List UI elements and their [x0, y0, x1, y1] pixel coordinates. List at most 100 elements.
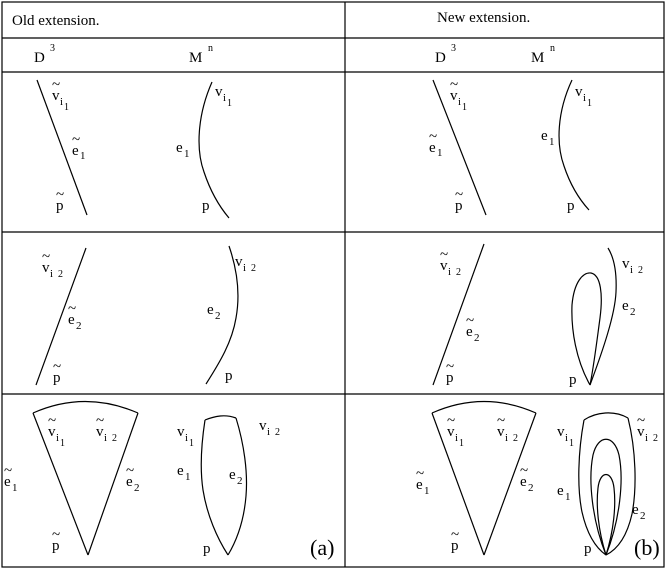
label-p: p	[225, 368, 233, 384]
svg-text:M: M	[531, 50, 544, 66]
svg-text:~: ~	[126, 463, 134, 479]
column-header-mn-new: M n	[531, 43, 555, 66]
edge-e1	[198, 81, 230, 219]
edge-tilde-e1	[431, 412, 485, 556]
svg-text:1: 1	[569, 438, 574, 449]
label-tilde-v-i2: v ~ i 2	[96, 413, 117, 444]
svg-text:i: i	[583, 92, 586, 104]
label-tilde-e2: e ~ 2	[520, 463, 534, 494]
svg-text:v: v	[235, 254, 243, 270]
row1-new-mn-diagram: v i 1 e 1 p	[541, 79, 592, 214]
svg-text:e: e	[4, 474, 11, 490]
edge-tilde-e1	[432, 79, 487, 216]
top-edge	[204, 415, 237, 421]
svg-text:e: e	[622, 298, 629, 314]
svg-text:v: v	[259, 418, 267, 434]
edge-tilde-e2	[483, 412, 537, 556]
svg-text:~: ~	[447, 413, 455, 429]
svg-text:D: D	[34, 50, 45, 66]
svg-text:e: e	[557, 483, 564, 499]
svg-text:i: i	[104, 432, 107, 444]
row1-old-mn-diagram: v i 1 e 1 p	[176, 81, 232, 219]
label-e1: e 1	[176, 140, 190, 160]
edge-tilde-e2	[87, 412, 139, 556]
svg-text:p: p	[455, 198, 463, 214]
label-e2: e 2	[229, 467, 243, 487]
arc-top	[431, 400, 537, 414]
row3-old-mn-diagram: v i 1 v i 2 e 1 e 2 p (a)	[177, 415, 334, 560]
row2-old-mn-diagram: v i 2 e 2 p	[205, 245, 256, 385]
svg-text:e: e	[207, 302, 214, 318]
svg-text:1: 1	[189, 438, 194, 449]
svg-text:n: n	[208, 43, 213, 54]
svg-text:i: i	[565, 432, 568, 444]
svg-text:e: e	[72, 143, 79, 159]
svg-text:i: i	[56, 432, 59, 444]
row3-new-d3-diagram: v ~ i 1 v ~ i 2 e ~ 1 e ~ 2 p ~	[416, 400, 537, 556]
inner-loop-e1	[590, 438, 622, 556]
svg-text:3: 3	[50, 43, 55, 54]
row1-old-d3-diagram: v ~ i 1 e ~ 1 p ~	[36, 77, 88, 216]
svg-text:~: ~	[429, 129, 437, 145]
label-e1: e 1	[541, 128, 555, 148]
svg-text:1: 1	[185, 471, 191, 483]
svg-text:1: 1	[64, 102, 69, 113]
label-tilde-e2: e ~ 2	[68, 301, 82, 332]
svg-text:~: ~	[637, 413, 645, 429]
loop-e2	[571, 272, 602, 386]
label-tilde-p: p ~	[53, 359, 61, 386]
svg-text:1: 1	[80, 150, 86, 162]
label-tilde-v-i2: v ~ i 2	[440, 247, 461, 278]
label-v-i1: v i 1	[215, 84, 232, 109]
svg-text:v: v	[497, 424, 505, 440]
top-edge	[583, 412, 629, 421]
svg-text:v: v	[450, 88, 458, 104]
svg-text:e: e	[466, 324, 473, 340]
row1-new-d3-diagram: v ~ i 1 e ~ 1 p ~	[429, 77, 487, 216]
svg-text:2: 2	[640, 510, 646, 522]
svg-text:1: 1	[60, 438, 65, 449]
svg-text:~: ~	[446, 359, 454, 375]
svg-text:v: v	[96, 424, 104, 440]
svg-text:~: ~	[416, 466, 424, 482]
svg-text:v: v	[447, 424, 455, 440]
svg-text:2: 2	[528, 482, 534, 494]
svg-text:~: ~	[466, 313, 474, 329]
svg-text:2: 2	[513, 433, 518, 444]
outer-right-edge	[605, 417, 636, 556]
label-tilde-p: p ~	[451, 527, 459, 554]
column-header-mn-old: M n	[189, 43, 213, 66]
row2-old-d3-diagram: v ~ i 2 e ~ 2 p ~	[35, 247, 87, 386]
svg-text:i: i	[505, 432, 508, 444]
svg-text:~: ~	[48, 413, 56, 429]
label-p: p	[203, 541, 211, 557]
label-e1: e 1	[177, 463, 191, 483]
svg-text:~: ~	[455, 187, 463, 203]
svg-text:p: p	[56, 198, 64, 214]
svg-text:2: 2	[251, 263, 256, 274]
label-tilde-p: p ~	[455, 187, 463, 214]
svg-text:~: ~	[520, 463, 528, 479]
svg-text:e: e	[229, 467, 236, 483]
svg-text:v: v	[575, 84, 583, 100]
svg-text:~: ~	[53, 359, 61, 375]
label-p: p	[584, 541, 592, 557]
label-v-i2: v i 2	[259, 418, 280, 438]
svg-text:p: p	[451, 538, 459, 554]
svg-text:~: ~	[450, 77, 458, 93]
svg-text:i: i	[645, 432, 648, 444]
label-tilde-v-i1: v ~ i 1	[447, 413, 464, 449]
svg-text:e: e	[416, 477, 423, 493]
svg-text:M: M	[189, 50, 202, 66]
svg-text:~: ~	[96, 413, 104, 429]
svg-text:e: e	[541, 128, 548, 144]
svg-text:2: 2	[134, 482, 140, 494]
label-tilde-v-i2: v ~ i 2	[497, 413, 518, 444]
svg-text:n: n	[550, 43, 555, 54]
svg-text:~: ~	[56, 187, 64, 203]
svg-text:3: 3	[451, 43, 456, 54]
svg-text:e: e	[68, 312, 75, 328]
svg-text:~: ~	[4, 463, 12, 479]
